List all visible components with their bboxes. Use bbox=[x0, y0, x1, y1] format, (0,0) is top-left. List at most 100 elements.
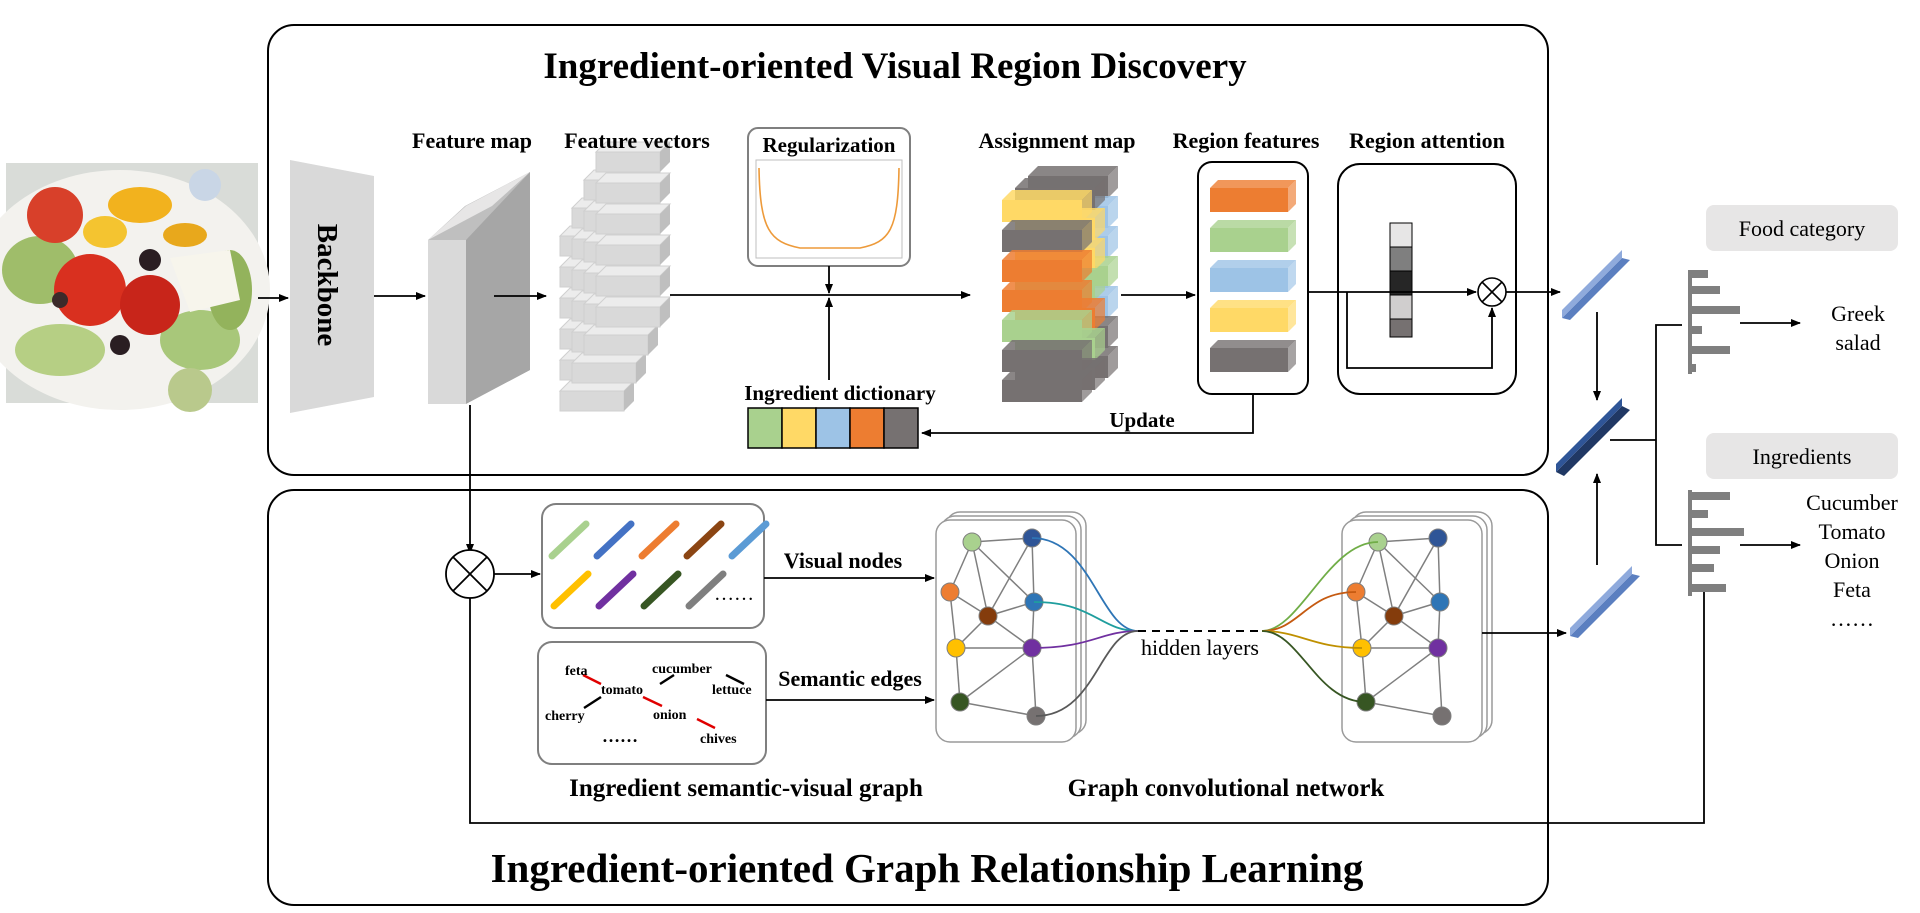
semantic-edges-box bbox=[537, 641, 767, 765]
ingredient-output-list: CucumberTomatoOnionFeta…… bbox=[1806, 490, 1898, 631]
attention-vector bbox=[1389, 222, 1413, 338]
ingredients-tag-text: Ingredients bbox=[1753, 444, 1852, 469]
graph-edge bbox=[959, 701, 1037, 717]
ingredient-output-item: Onion bbox=[1825, 548, 1880, 573]
assignment-bar bbox=[1002, 290, 1082, 312]
fused-vector-top bbox=[1562, 250, 1630, 320]
hidden-layer-link bbox=[1031, 537, 1139, 632]
assignment-bar-top bbox=[1002, 190, 1092, 200]
assignment-bar-top bbox=[1002, 310, 1092, 320]
ingredients-tag bbox=[1706, 433, 1898, 479]
top-panel-title: Ingredient-oriented Visual Region Discov… bbox=[543, 46, 1247, 87]
assignment-bar-side bbox=[1108, 316, 1118, 348]
assignment-bar-side bbox=[1108, 256, 1118, 288]
feature-vector bbox=[595, 244, 661, 266]
region-feature-side bbox=[1288, 220, 1296, 252]
update-label: Update bbox=[1109, 408, 1174, 432]
graph-node bbox=[946, 638, 966, 658]
feature-vector bbox=[595, 182, 661, 204]
feature-vector-top bbox=[594, 296, 672, 308]
assignment-bar-side bbox=[1082, 310, 1092, 342]
semantic-edges-label: Semantic edges bbox=[778, 666, 922, 691]
graph-node bbox=[940, 582, 960, 602]
word-onion: onion bbox=[653, 708, 687, 723]
ingredient-dictionary bbox=[747, 407, 919, 449]
feature-vector-side bbox=[660, 235, 670, 265]
region-feature-side bbox=[1288, 260, 1296, 292]
hidden-layer-link bbox=[1031, 630, 1139, 649]
graph-edge bbox=[1365, 701, 1443, 717]
visual-node-stick bbox=[640, 570, 682, 610]
hidden-layers-label: hidden layers bbox=[1141, 635, 1259, 660]
food-category-tag-text: Food category bbox=[1739, 216, 1865, 241]
region-features-bars bbox=[1210, 180, 1296, 372]
graph-edge bbox=[1377, 537, 1439, 543]
word-cucumber: cucumber bbox=[652, 662, 712, 677]
region-attention-label: Region attention bbox=[1349, 128, 1505, 153]
assignment-bar-side bbox=[1095, 328, 1105, 360]
food-category-value-line1: Greek bbox=[1831, 301, 1885, 326]
ingredients-histogram bbox=[1688, 490, 1744, 596]
assignment-bar-top bbox=[1002, 280, 1092, 290]
visual-node-stick bbox=[683, 520, 725, 560]
graph-node bbox=[1428, 528, 1448, 548]
feature-vector-side bbox=[660, 204, 670, 234]
word-tomato: tomato bbox=[601, 683, 643, 698]
assignment-bar-side bbox=[1095, 298, 1105, 330]
otimes-fusion-icon bbox=[445, 549, 495, 599]
assignment-bar-side bbox=[1108, 166, 1118, 198]
visual-nodes-ellipsis: …… bbox=[714, 583, 754, 605]
graph-edge bbox=[1031, 537, 1035, 603]
feature-vector bbox=[583, 334, 649, 356]
assignment-bar-side bbox=[1082, 190, 1092, 222]
feature-vector-side bbox=[660, 266, 670, 296]
hidden-layer-links bbox=[1031, 537, 1379, 717]
word-chives: chives bbox=[700, 732, 737, 747]
region-feature-top bbox=[1210, 340, 1296, 348]
visual-nodes-box bbox=[541, 503, 765, 629]
assignment-bar-side bbox=[1095, 208, 1105, 240]
region-feature-top bbox=[1210, 220, 1296, 228]
graph-node bbox=[1384, 606, 1404, 626]
assignment-bar-top bbox=[1015, 178, 1105, 188]
otimes-attention-icon bbox=[1477, 277, 1507, 307]
graph-edge bbox=[987, 537, 1033, 617]
assignment-bar-side bbox=[1095, 178, 1105, 210]
visual-node-stick bbox=[728, 520, 770, 560]
visual-node-stick bbox=[685, 570, 727, 610]
feature-vector bbox=[595, 213, 661, 235]
region-feature-side bbox=[1288, 340, 1296, 372]
graph-edge bbox=[971, 541, 1035, 603]
assignment-bar bbox=[1002, 380, 1082, 402]
feature-map-label: Feature map bbox=[412, 128, 532, 153]
assignment-bar-side bbox=[1082, 250, 1092, 282]
region-feature-side bbox=[1288, 300, 1296, 332]
graph-card bbox=[935, 519, 1077, 743]
assignment-bar-side bbox=[1082, 280, 1092, 312]
feature-map-block bbox=[428, 172, 530, 404]
semantic-ellipsis: …… bbox=[602, 726, 638, 746]
assignment-bar-side bbox=[1108, 286, 1118, 318]
food-category-value-line2: salad bbox=[1835, 330, 1880, 355]
feature-vectors-label: Feature vectors bbox=[564, 128, 710, 153]
backbone-trapezoid bbox=[290, 160, 374, 413]
assignment-bar-side bbox=[1082, 370, 1092, 402]
region-attention-box bbox=[1337, 163, 1517, 395]
visual-node-stick bbox=[548, 520, 590, 560]
graph-caption: Ingredient semantic-visual graph bbox=[569, 775, 923, 802]
assignment-bar-top bbox=[1002, 220, 1092, 230]
graph-node bbox=[950, 692, 970, 712]
region-feature-bar bbox=[1210, 188, 1288, 212]
region-feature-top bbox=[1210, 300, 1296, 308]
graph-node bbox=[962, 532, 982, 552]
graph-edge bbox=[971, 541, 989, 617]
food-category-histogram bbox=[1688, 270, 1740, 374]
assignment-bar-side bbox=[1095, 358, 1105, 390]
assignment-bar bbox=[1002, 350, 1082, 372]
assignment-bar bbox=[1002, 320, 1082, 342]
food-category-tag bbox=[1706, 205, 1898, 251]
feature-vector bbox=[571, 362, 637, 384]
ingredient-dictionary-label: Ingredient dictionary bbox=[744, 381, 936, 405]
food-image bbox=[0, 163, 270, 412]
